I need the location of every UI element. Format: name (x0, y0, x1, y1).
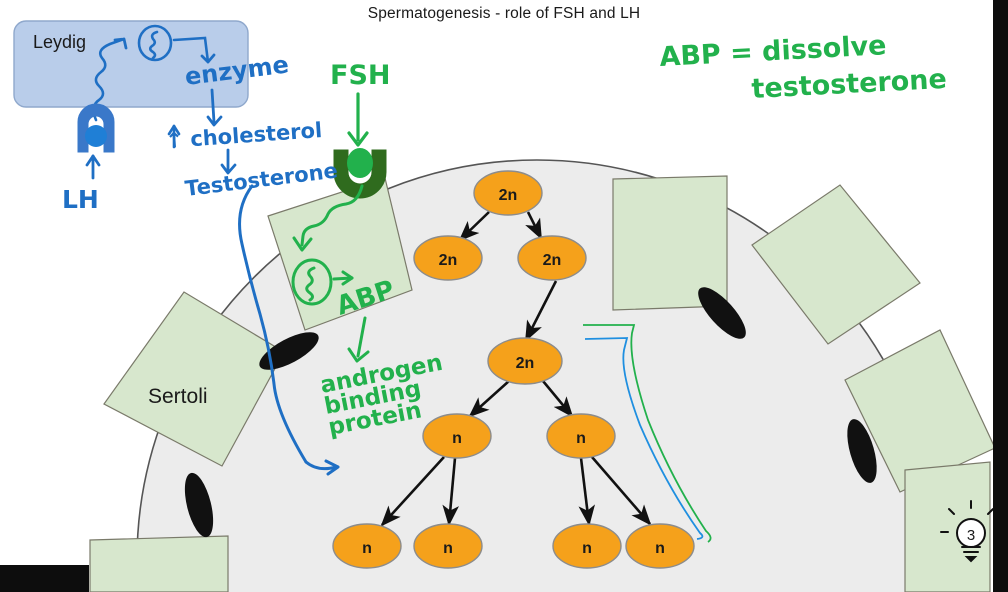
abp-note-line1: ABP = dissolve (659, 30, 887, 73)
germ-cell-label: n (362, 540, 372, 557)
lineage-edge (442, 457, 459, 527)
germ-cell-label: 2n (543, 252, 562, 269)
germ-cell-node[interactable]: 2n (413, 235, 483, 281)
germ-cell-label: n (576, 430, 586, 447)
lineage-edge (380, 456, 445, 527)
leydig-cell (13, 20, 249, 108)
fsh-arrow (347, 92, 369, 147)
blue-trace-line (584, 337, 704, 540)
germ-cell-label: 2n (439, 252, 458, 269)
fsh-ligand-icon (347, 148, 373, 178)
testosterone-label: Testosterone (184, 158, 339, 201)
green-trace-line (583, 324, 712, 543)
lh-signal-arrow (92, 37, 128, 122)
enzyme-pointer-arrow (172, 36, 216, 64)
germ-cell-label: n (582, 540, 592, 557)
germ-cell-label: n (452, 430, 462, 447)
cholesterol-label: ↑ cholesterol (165, 118, 323, 153)
lineage-edge (578, 457, 596, 527)
germ-cell-node[interactable]: n (332, 523, 402, 569)
sertoli-nucleus (698, 287, 746, 339)
germ-cell-label: n (655, 540, 665, 557)
germ-cell-label: 2n (516, 355, 535, 372)
lineage-edge (458, 211, 490, 242)
sertoli-label: Sertoli (148, 385, 208, 408)
germ-cell-node[interactable]: n (552, 523, 622, 569)
germ-cell-node[interactable]: n (546, 413, 616, 459)
lineage-edge (591, 456, 652, 526)
germ-cell-label: 2n (499, 187, 518, 204)
sertoli-nucleus (259, 332, 319, 370)
fsh-receptor-icon (333, 149, 387, 199)
trace-lines (583, 324, 712, 543)
sertoli-nuclei (184, 287, 877, 538)
lh-uptake-arrow (85, 154, 101, 180)
germ-cell-node[interactable]: n (422, 413, 492, 459)
testosterone-diffusion-arrow (238, 184, 340, 476)
abp-note-line2: testosterone (751, 64, 948, 105)
abp-expansion-arrow (347, 316, 370, 363)
page-title: Spermatogenesis - role of FSH and LH (367, 5, 641, 22)
fsh-label: FSH (330, 60, 391, 91)
lineage-nodes: 2n 2n 2n 2n n (332, 170, 695, 569)
germ-cell-node[interactable]: 2n (473, 170, 543, 216)
cholesterol-to-testosterone-arrow (220, 148, 237, 175)
lineage-edges (380, 211, 652, 527)
lineage-edge (524, 280, 558, 342)
bottom-left-black-bar (0, 565, 89, 592)
fsh-internal-signal-arrow (292, 184, 364, 252)
leydig-label: Leydig (33, 32, 86, 52)
germ-cell-node[interactable]: n (625, 523, 695, 569)
sertoli-nucleus (184, 472, 214, 538)
germ-cell-node[interactable]: 2n (487, 337, 563, 385)
sertoli-cell (751, 184, 921, 345)
hint-count: 3 (967, 527, 975, 544)
sertoli-nucleus (847, 419, 877, 483)
nucleus-squiggle-icon (137, 24, 173, 62)
sertoli-cell (89, 535, 229, 592)
nucleus-squiggle-icon (291, 258, 333, 306)
lh-ligand-icon (85, 125, 107, 147)
germ-cell-node[interactable]: 2n (517, 235, 587, 281)
increase-arrow-icon (167, 124, 181, 149)
right-black-bar (993, 0, 1008, 592)
nucleus-to-abp-arrow (332, 270, 354, 286)
enzyme-to-cholesterol-arrow (206, 88, 223, 127)
germ-cell-label: n (443, 540, 453, 557)
lineage-edge (541, 380, 574, 418)
germ-cell-node[interactable]: n (413, 523, 483, 569)
lh-label: LH (62, 185, 99, 214)
lineage-edge (468, 380, 510, 418)
lineage-edge (525, 211, 543, 240)
